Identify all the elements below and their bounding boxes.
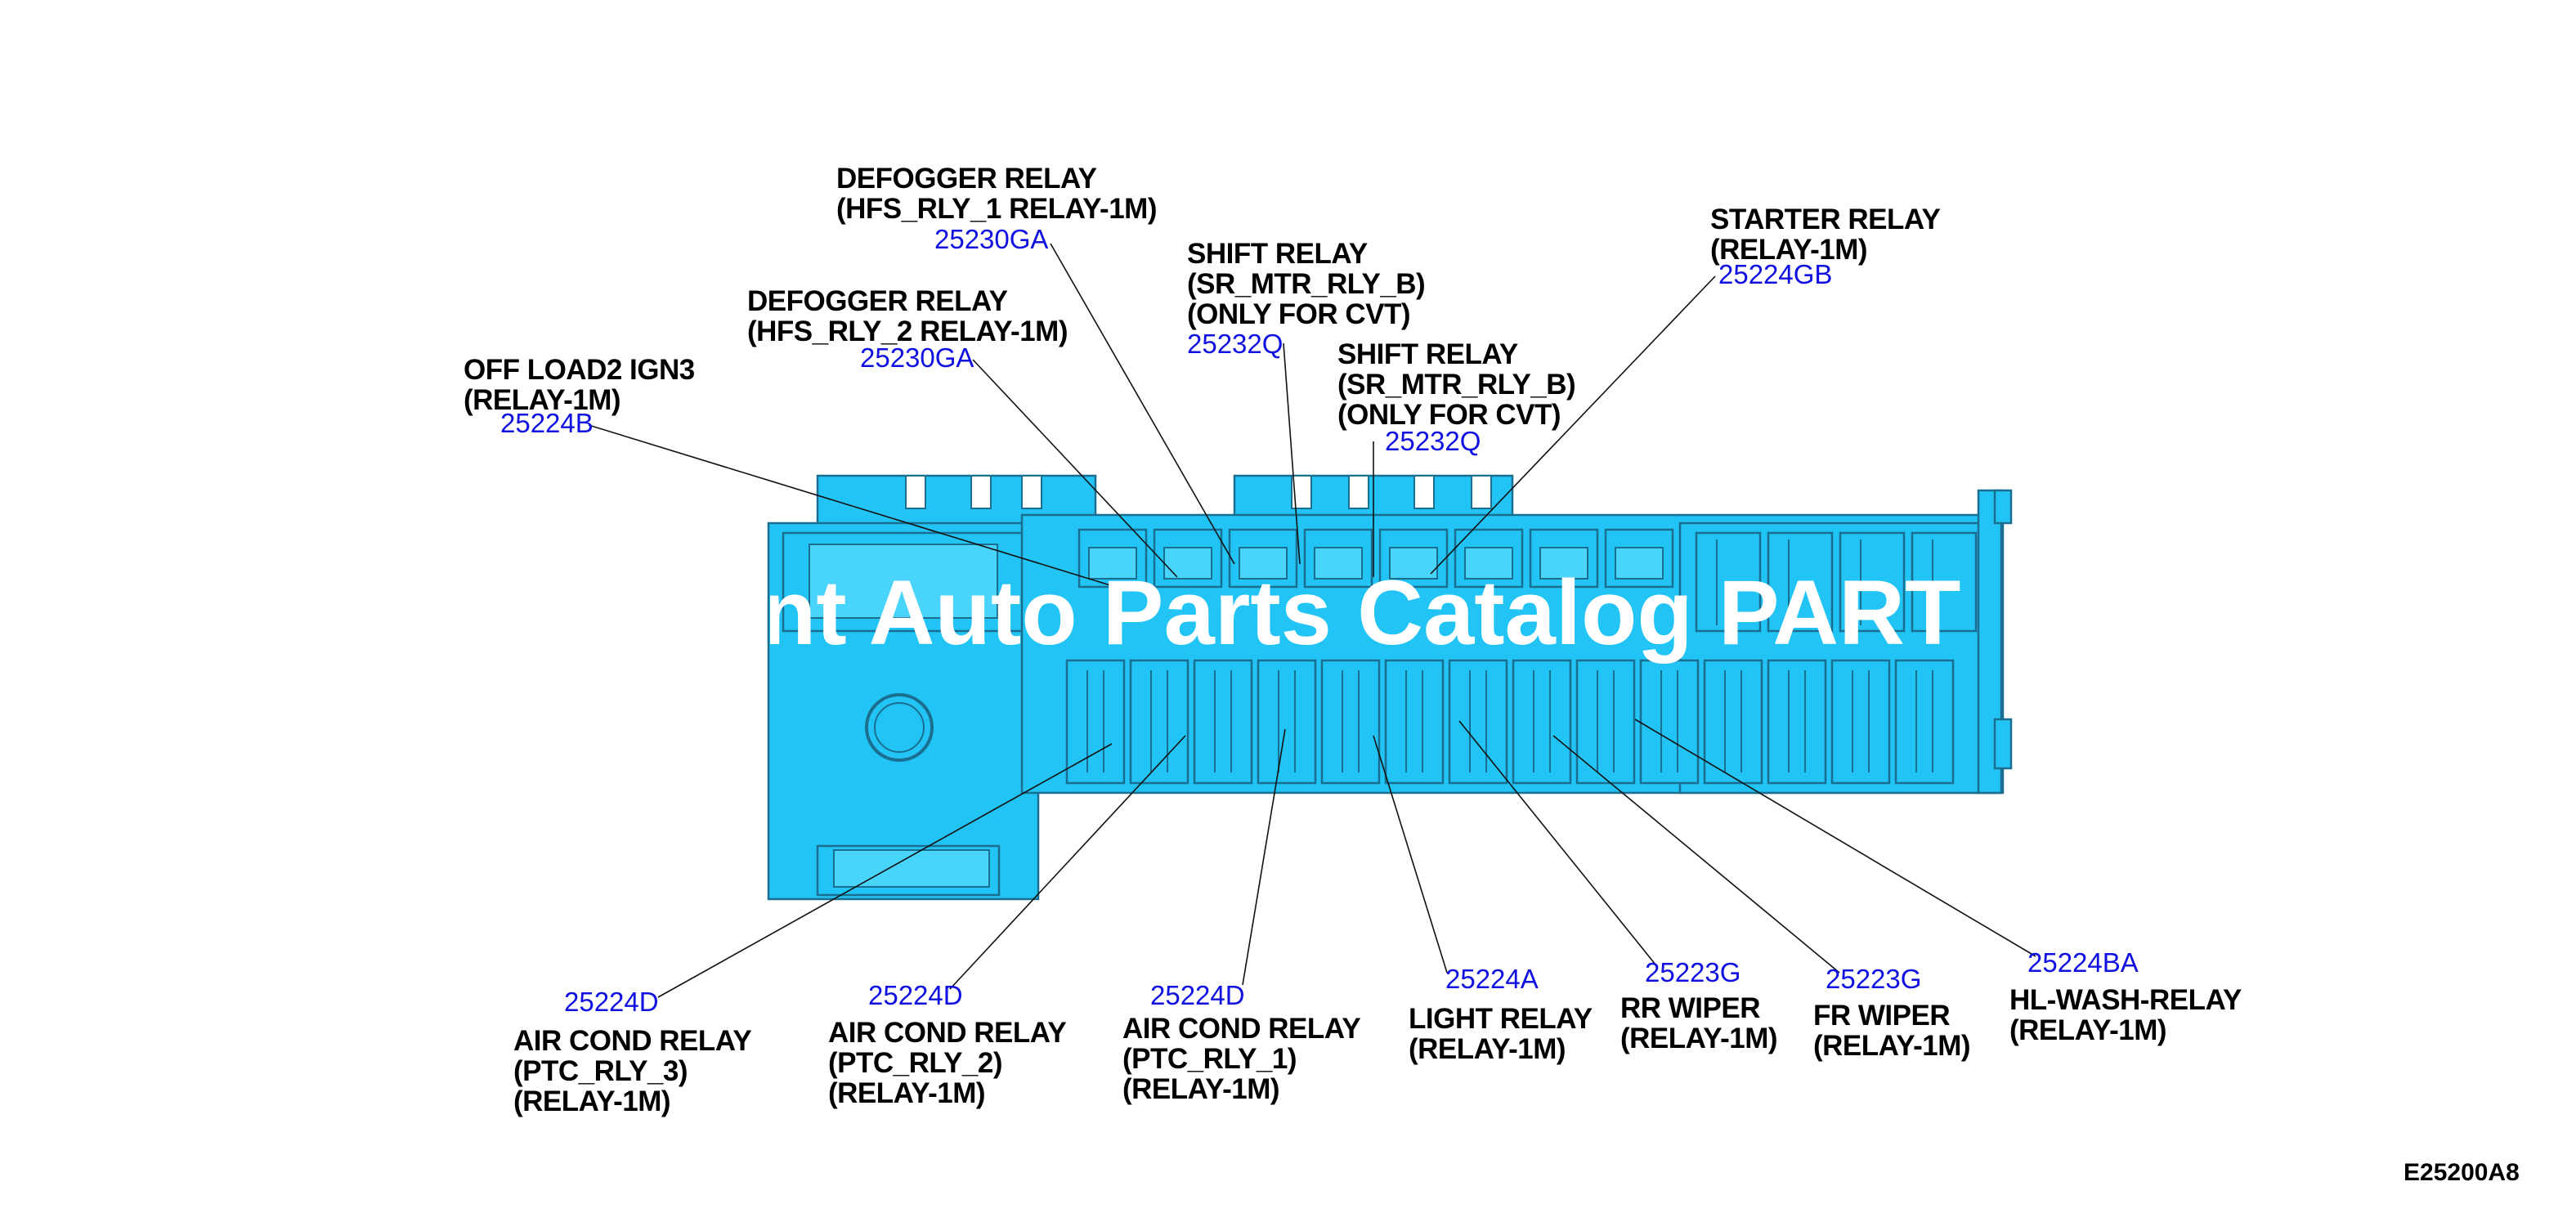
top-relay-socket-inner-8 (1615, 547, 1664, 580)
callout-off-load2-part: 25224B (500, 408, 594, 438)
top-clip-4 (1291, 475, 1312, 509)
bottom-relay-socket-5 (1320, 659, 1381, 785)
bottom-relay-socket-1 (1065, 659, 1126, 785)
leader-off-load2 (588, 424, 1111, 586)
callout-starter-relay-label: STARTER RELAY (RELAY-1M) (1710, 204, 1941, 266)
top-clip-5 (1348, 475, 1369, 509)
figure-reference-code: E25200A8 (2404, 1159, 2520, 1186)
callout-air-cond-1-label: AIR COND RELAY (PTC_RLY_1) (RELAY-1M) (1122, 1013, 1361, 1105)
callout-shift-relay-2-label: SHIFT RELAY (SR_MTR_RLY_B) (ONLY FOR CVT… (1337, 338, 1576, 431)
watermark-text: nt Auto Parts Catalog PART (770, 562, 1961, 664)
mounting-hole (865, 693, 934, 762)
leader-defogger-2 (972, 359, 1178, 578)
leader-hl-wash (1634, 718, 2036, 957)
bottom-relay-socket-8 (1512, 659, 1572, 785)
callout-shift-relay-2-part: 25232Q (1385, 426, 1481, 456)
leader-starter (1430, 275, 1716, 575)
callout-off-load2-label: OFF LOAD2 IGN3 (RELAY-1M) (464, 354, 695, 416)
callout-light-relay-label: LIGHT RELAY (RELAY-1M) (1409, 1003, 1593, 1065)
leader-rr-wiper (1458, 720, 1656, 965)
leader-lines (588, 243, 2036, 998)
callout-light-relay-part: 25224A (1445, 964, 1539, 994)
bottom-relay-socket-14 (1894, 659, 1955, 785)
bottom-relay-socket-12 (1767, 659, 1827, 785)
bottom-relay-socket-3 (1193, 659, 1253, 785)
callout-air-cond-1-part: 25224D (1150, 980, 1245, 1010)
callout-defogger-relay-1-label: DEFOGGER RELAY (HFS_RLY_1 RELAY-1M) (836, 163, 1157, 225)
callout-shift-relay-1-label: SHIFT RELAY (SR_MTR_RLY_B) (ONLY FOR CVT… (1187, 238, 1426, 330)
watermark-clip: nt Auto Parts Catalog PART (770, 556, 1972, 695)
top-relay-socket-inner-7 (1539, 547, 1588, 580)
top-clip-6 (1413, 475, 1435, 509)
callout-fr-wiper-label: FR WIPER (RELAY-1M) (1813, 1000, 1971, 1062)
leader-light-relay (1373, 735, 1448, 974)
top-clip-1 (905, 475, 926, 509)
upper-right-cavity-4 (1911, 531, 1978, 633)
top-relay-socket-inner-3 (1239, 547, 1288, 580)
housing-body (767, 474, 2013, 901)
bottom-relay-socket-4 (1257, 659, 1317, 785)
leader-air-cond-3 (657, 743, 1113, 998)
left-latch-inner (809, 544, 998, 619)
upper-right-cavity-2 (1767, 531, 1834, 633)
callout-shift-relay-1-part: 25232Q (1187, 329, 1284, 359)
callout-air-cond-3-part: 25224D (564, 987, 659, 1017)
callout-fr-wiper-part: 25223G (1826, 964, 1922, 994)
top-relay-socket-inner-6 (1464, 547, 1513, 580)
top-relay-socket-inner-4 (1314, 547, 1363, 580)
bottom-relay-socket-10 (1639, 659, 1700, 785)
callout-rr-wiper-part: 25223G (1645, 957, 1741, 987)
leader-shift-1 (1283, 342, 1301, 565)
callout-rr-wiper-label: RR WIPER (RELAY-1M) (1620, 992, 1778, 1054)
top-clip-2 (970, 475, 992, 509)
callout-air-cond-2-part: 25224D (868, 980, 963, 1010)
mounting-hole-inner (874, 702, 925, 753)
leader-defogger-1 (1050, 243, 1235, 565)
top-relay-socket-inner-5 (1389, 547, 1438, 580)
right-latch-bottom-tab (1993, 718, 2013, 770)
bottom-relay-socket-6 (1384, 659, 1445, 785)
upper-right-cavity-3 (1839, 531, 1906, 633)
callout-defogger-relay-2-label: DEFOGGER RELAY (HFS_RLY_2 RELAY-1M) (747, 285, 1068, 347)
bottom-relay-socket-2 (1129, 659, 1189, 785)
upper-right-cavity-1 (1695, 531, 1762, 633)
leader-fr-wiper (1552, 735, 1840, 974)
callout-defogger-relay-2-part: 25230GA (860, 342, 974, 373)
callout-hl-wash-label: HL-WASH-RELAY (RELAY-1M) (2009, 984, 2242, 1046)
leader-air-cond-1 (1242, 728, 1286, 986)
bottom-relay-socket-13 (1830, 659, 1891, 785)
top-rail-left (816, 474, 1097, 526)
leader-air-cond-2 (949, 735, 1186, 990)
top-relay-socket-inner-1 (1088, 547, 1137, 580)
top-clip-3 (1021, 475, 1042, 509)
right-latch-top-tab (1993, 489, 2013, 525)
callout-defogger-relay-1-part: 25230GA (934, 224, 1049, 254)
callout-air-cond-3-label: AIR COND RELAY (PTC_RLY_3) (RELAY-1M) (513, 1025, 752, 1117)
bottom-relay-socket-7 (1448, 659, 1508, 785)
bottom-relay-socket-11 (1703, 659, 1763, 785)
callout-hl-wash-part: 25224BA (2027, 947, 2139, 978)
top-clip-7 (1471, 475, 1492, 509)
callout-air-cond-2-label: AIR COND RELAY (PTC_RLY_2) (RELAY-1M) (828, 1017, 1067, 1109)
callout-starter-relay-part: 25224GB (1718, 259, 1833, 289)
